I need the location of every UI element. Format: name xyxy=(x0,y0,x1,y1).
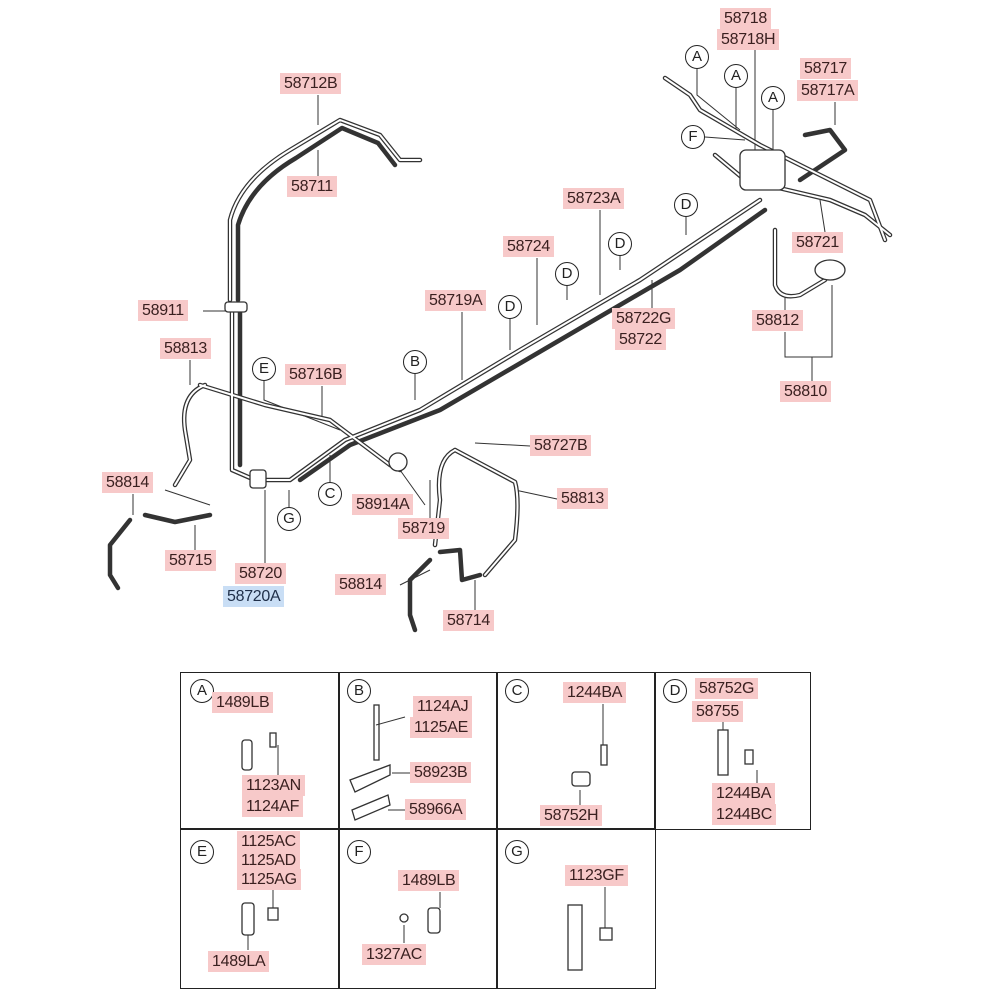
detail-letter-a: A xyxy=(190,679,214,703)
part-label-58714[interactable]: 58714 xyxy=(443,610,494,631)
detail-cell-b xyxy=(338,672,498,830)
part-label-58812[interactable]: 58812 xyxy=(752,310,803,331)
part-label-58814-left[interactable]: 58814 xyxy=(102,472,153,493)
part-label-58752g[interactable]: 58752G xyxy=(695,678,759,699)
part-label-58717a[interactable]: 58717A xyxy=(797,80,859,101)
part-label-58719[interactable]: 58719 xyxy=(398,518,449,539)
part-label-1125ae[interactable]: 1125AE xyxy=(410,717,472,738)
part-label-58727b[interactable]: 58727B xyxy=(530,435,592,456)
callout-e: E xyxy=(252,357,276,381)
part-label-1123an[interactable]: 1123AN xyxy=(242,775,305,796)
part-label-1489la[interactable]: 1489LA xyxy=(208,951,270,972)
callout-b: B xyxy=(403,350,427,374)
part-label-58718[interactable]: 58718 xyxy=(720,8,771,29)
part-label-1489lb[interactable]: 1489LB xyxy=(398,870,460,891)
callout-d: D xyxy=(608,232,632,256)
part-label-1244ba[interactable]: 1244BA xyxy=(563,682,627,703)
callout-a: A xyxy=(685,45,709,69)
part-label-58711[interactable]: 58711 xyxy=(287,176,337,197)
detail-cell-d xyxy=(654,672,811,830)
detail-cell-f xyxy=(338,828,498,989)
part-label-58720a-selected[interactable]: 58720A xyxy=(223,586,285,607)
part-label-58720[interactable]: 58720 xyxy=(235,563,286,584)
part-label-58715[interactable]: 58715 xyxy=(165,550,216,571)
detail-cell-c xyxy=(496,672,656,830)
part-label-1123gf[interactable]: 1123GF xyxy=(565,865,628,886)
part-label-1124af[interactable]: 1124AF xyxy=(242,796,304,817)
detail-letter-g: G xyxy=(505,840,529,864)
part-label-1124aj[interactable]: 1124AJ xyxy=(413,696,473,717)
detail-letter-e: E xyxy=(190,840,214,864)
callout-d: D xyxy=(498,295,522,319)
detail-cell-e xyxy=(180,828,340,989)
callout-f: F xyxy=(681,125,705,149)
part-label-58810[interactable]: 58810 xyxy=(780,381,831,402)
detail-letter-f: F xyxy=(347,840,371,864)
part-label-58722g[interactable]: 58722G xyxy=(612,308,676,329)
part-label-58723a[interactable]: 58723A xyxy=(563,188,625,209)
part-label-58724[interactable]: 58724 xyxy=(503,236,554,257)
part-label-58752h[interactable]: 58752H xyxy=(540,805,603,826)
part-label-58813-left[interactable]: 58813 xyxy=(160,338,211,359)
callout-a: A xyxy=(724,64,748,88)
part-label-1327ac[interactable]: 1327AC xyxy=(362,944,427,965)
detail-letter-c: C xyxy=(505,679,529,703)
part-label-58755[interactable]: 58755 xyxy=(692,701,743,722)
part-label-58712b[interactable]: 58712B xyxy=(280,73,342,94)
part-label-58717[interactable]: 58717 xyxy=(800,58,851,79)
detail-cell-a xyxy=(180,672,340,830)
callout-d: D xyxy=(555,262,579,286)
part-label-1244ba[interactable]: 1244BA xyxy=(712,783,776,804)
detail-cell-g xyxy=(496,828,656,989)
part-label-1489lb[interactable]: 1489LB xyxy=(212,692,274,713)
part-label-58721[interactable]: 58721 xyxy=(792,232,843,253)
part-label-1125ag[interactable]: 1125AG xyxy=(237,869,301,890)
part-label-58813-right[interactable]: 58813 xyxy=(557,488,608,509)
part-label-58966a[interactable]: 58966A xyxy=(405,799,467,820)
part-label-58914a[interactable]: 58914A xyxy=(352,494,414,515)
callout-a: A xyxy=(761,86,785,110)
part-label-58718h[interactable]: 58718H xyxy=(717,29,780,50)
part-label-58716b[interactable]: 58716B xyxy=(285,364,347,385)
part-label-58722[interactable]: 58722 xyxy=(615,329,666,350)
callout-g: G xyxy=(277,507,301,531)
part-label-1125ad[interactable]: 1125AD xyxy=(237,850,300,871)
callout-d: D xyxy=(674,193,698,217)
part-label-58719a[interactable]: 58719A xyxy=(425,290,487,311)
detail-letter-d: D xyxy=(663,679,687,703)
callout-c: C xyxy=(318,482,342,506)
part-label-58923b[interactable]: 58923B xyxy=(410,762,472,783)
part-label-1244bc[interactable]: 1244BC xyxy=(712,804,777,825)
part-label-58911[interactable]: 58911 xyxy=(138,300,188,321)
detail-letter-b: B xyxy=(347,679,371,703)
part-label-1125ac[interactable]: 1125AC xyxy=(237,831,300,852)
part-label-58814-right[interactable]: 58814 xyxy=(335,574,386,595)
